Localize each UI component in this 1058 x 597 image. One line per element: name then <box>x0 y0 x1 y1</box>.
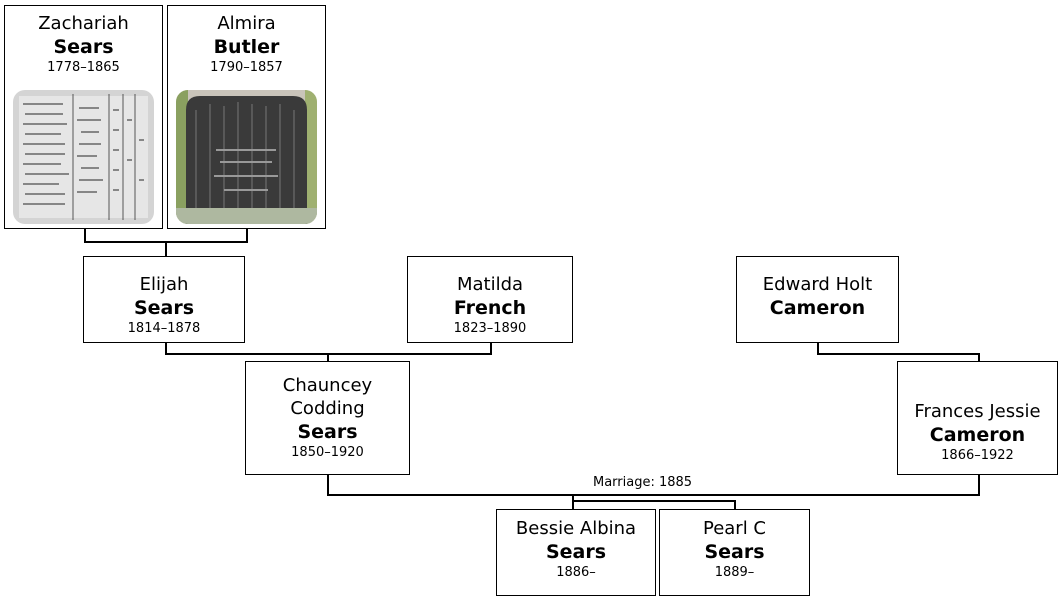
person-box-edward[interactable]: Edward Holt Cameron <box>736 256 899 343</box>
surname: Sears <box>297 421 358 443</box>
person-box-elijah[interactable]: Elijah Sears 1814–1878 <box>83 256 245 343</box>
given-name: Edward Holt <box>762 274 873 295</box>
connector-line <box>327 353 329 362</box>
surname: Sears <box>704 541 765 563</box>
gravestone-photo <box>176 90 317 224</box>
connector-line <box>734 500 736 510</box>
surname: Cameron <box>929 424 1026 446</box>
connector-line <box>327 474 329 495</box>
surname: Sears <box>133 297 195 319</box>
person-box-bessie[interactable]: Bessie Albina Sears 1886– <box>496 509 656 596</box>
surname: French <box>453 297 527 319</box>
dates: 1886– <box>556 565 596 580</box>
dates: 1866–1922 <box>941 448 1014 463</box>
dates: 1778–1865 <box>47 60 120 75</box>
person-box-frances[interactable]: Frances Jessie Cameron 1866–1922 <box>897 361 1058 475</box>
surname: Cameron <box>769 297 866 319</box>
person-box-matilda[interactable]: Matilda French 1823–1890 <box>407 256 573 343</box>
connector-line <box>165 342 167 354</box>
given-name: Frances Jessie <box>914 401 1041 422</box>
person-box-pearl[interactable]: Pearl C Sears 1889– <box>659 509 810 596</box>
dates: 1889– <box>714 565 755 580</box>
person-box-chauncey[interactable]: Chauncey Codding Sears 1850–1920 <box>245 361 410 475</box>
connector-line <box>572 500 735 502</box>
dates: 1850–1920 <box>291 445 364 460</box>
connector-line <box>165 241 167 256</box>
marriage-label: Marriage: 1885 <box>591 475 695 490</box>
surname: Sears <box>545 541 607 563</box>
given-name: Zachariah <box>38 13 129 34</box>
given-name: Elijah <box>139 274 189 295</box>
connector-line <box>572 494 574 501</box>
person-box-almira[interactable]: Almira Butler 1790–1857 <box>167 5 326 229</box>
connector-line <box>246 228 248 242</box>
census-record-photo <box>13 90 154 224</box>
given-name: Pearl C <box>702 518 766 539</box>
connector-line <box>84 228 86 242</box>
connector-line <box>572 500 574 510</box>
surname: Sears <box>53 36 114 58</box>
dates: 1790–1857 <box>210 60 283 75</box>
connector-line <box>817 342 819 354</box>
surname: Butler <box>213 36 280 58</box>
dates: 1823–1890 <box>453 321 527 336</box>
given-name: Chauncey Codding <box>282 375 373 419</box>
connector-line <box>817 353 980 355</box>
connector-line <box>490 342 492 354</box>
connector-line <box>978 474 980 495</box>
connector-line <box>165 353 492 355</box>
given-name: Bessie Albina <box>515 518 637 539</box>
connector-line <box>978 353 980 362</box>
given-name: Matilda <box>456 274 524 295</box>
dates: 1814–1878 <box>127 321 201 336</box>
given-name: Almira <box>217 13 276 34</box>
person-box-zachariah[interactable]: Zachariah Sears 1778–1865 <box>4 5 163 229</box>
marriage-line <box>327 494 980 496</box>
